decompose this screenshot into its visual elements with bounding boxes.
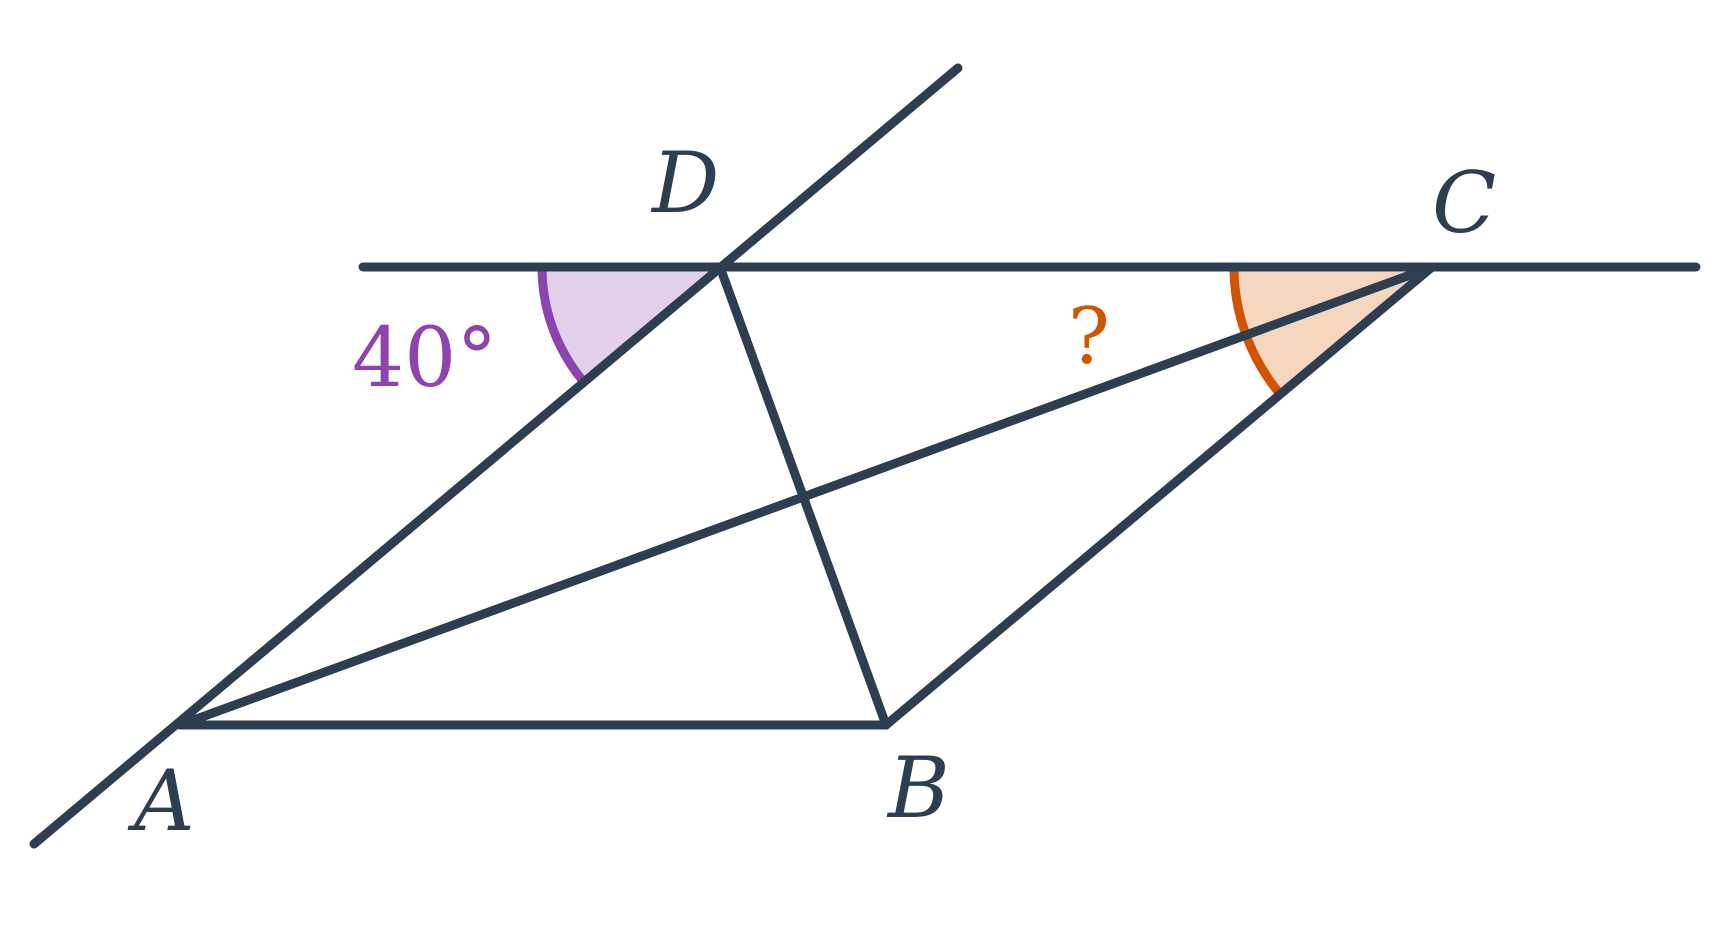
point-label-c: C xyxy=(1432,154,1496,252)
known-angle-sector xyxy=(541,267,720,381)
unknown-angle-sector xyxy=(1234,267,1432,394)
known-angle-label: 40° xyxy=(352,311,497,406)
point-label-d: D xyxy=(650,134,719,232)
segment-ac xyxy=(175,262,1437,730)
known-angle-arc xyxy=(537,266,587,384)
segment-bc xyxy=(881,262,1437,730)
point-label-b: B xyxy=(886,739,950,837)
line-through-a-and-d xyxy=(29,63,963,849)
unknown-angle-label: ? xyxy=(1068,292,1110,382)
point-label-a: A xyxy=(127,752,195,850)
